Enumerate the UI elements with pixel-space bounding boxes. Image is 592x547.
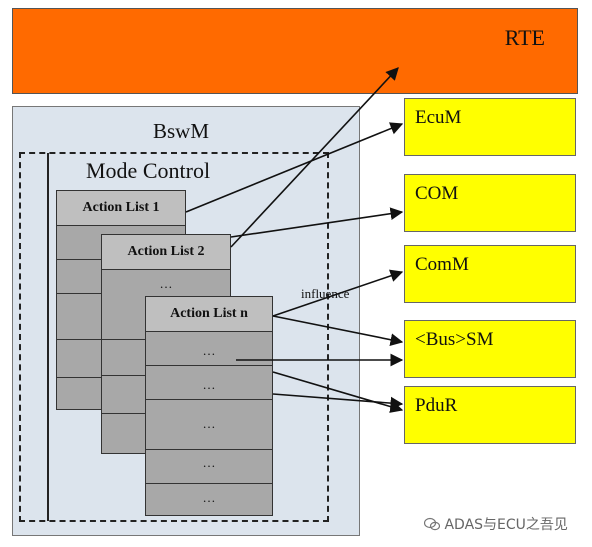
module-bussm-label: <Bus>SM (415, 329, 494, 350)
wechat-icon (423, 517, 441, 531)
action-list-n-row: … (146, 449, 272, 484)
action-list-n-row: … (146, 399, 272, 450)
mode-control-bar (47, 153, 49, 521)
action-list-1-title: Action List 1 (57, 191, 185, 226)
rte-block: RTE (12, 8, 578, 94)
arrow-listn-to-bussm (272, 315, 404, 346)
action-list-2-title: Action List 2 (102, 235, 230, 270)
bswm-label: BswM (153, 119, 210, 143)
module-ecum-label: EcuM (415, 107, 462, 128)
action-list-n: Action List n … … … … … (145, 296, 273, 516)
watermark-text: ADAS与ECU之吾见 (444, 517, 568, 533)
module-pdur: PduR (404, 386, 576, 444)
action-list-n-row: … (146, 331, 272, 366)
arrow-list2-to-rte (230, 67, 399, 248)
action-list-n-row: … (146, 365, 272, 400)
watermark: ADAS与ECU之吾见 (423, 514, 568, 534)
action-list-n-title: Action List n (146, 297, 272, 332)
module-com: COM (404, 174, 576, 232)
arrow-row-to-pdur-2 (272, 393, 404, 410)
module-comm-label: ComM (415, 254, 469, 275)
module-ecum: EcuM (404, 98, 576, 156)
module-pdur-label: PduR (415, 395, 458, 416)
action-list-2-dots: … (159, 276, 173, 291)
mode-control-region (19, 152, 329, 522)
module-comm: ComM (404, 245, 576, 303)
arrow-listn-to-comm (272, 269, 404, 317)
action-list-n-row: … (202, 490, 216, 505)
rte-label: RTE (504, 25, 545, 50)
arrow-list1-to-ecum (185, 122, 404, 213)
arrow-list2-to-com (230, 207, 404, 238)
module-bussm: <Bus>SM (404, 320, 576, 378)
influence-label: influence (301, 286, 350, 301)
module-com-label: COM (415, 183, 459, 204)
mode-control-label: Mode Control (86, 158, 211, 183)
arrow-row-to-pdur-1 (272, 371, 404, 413)
